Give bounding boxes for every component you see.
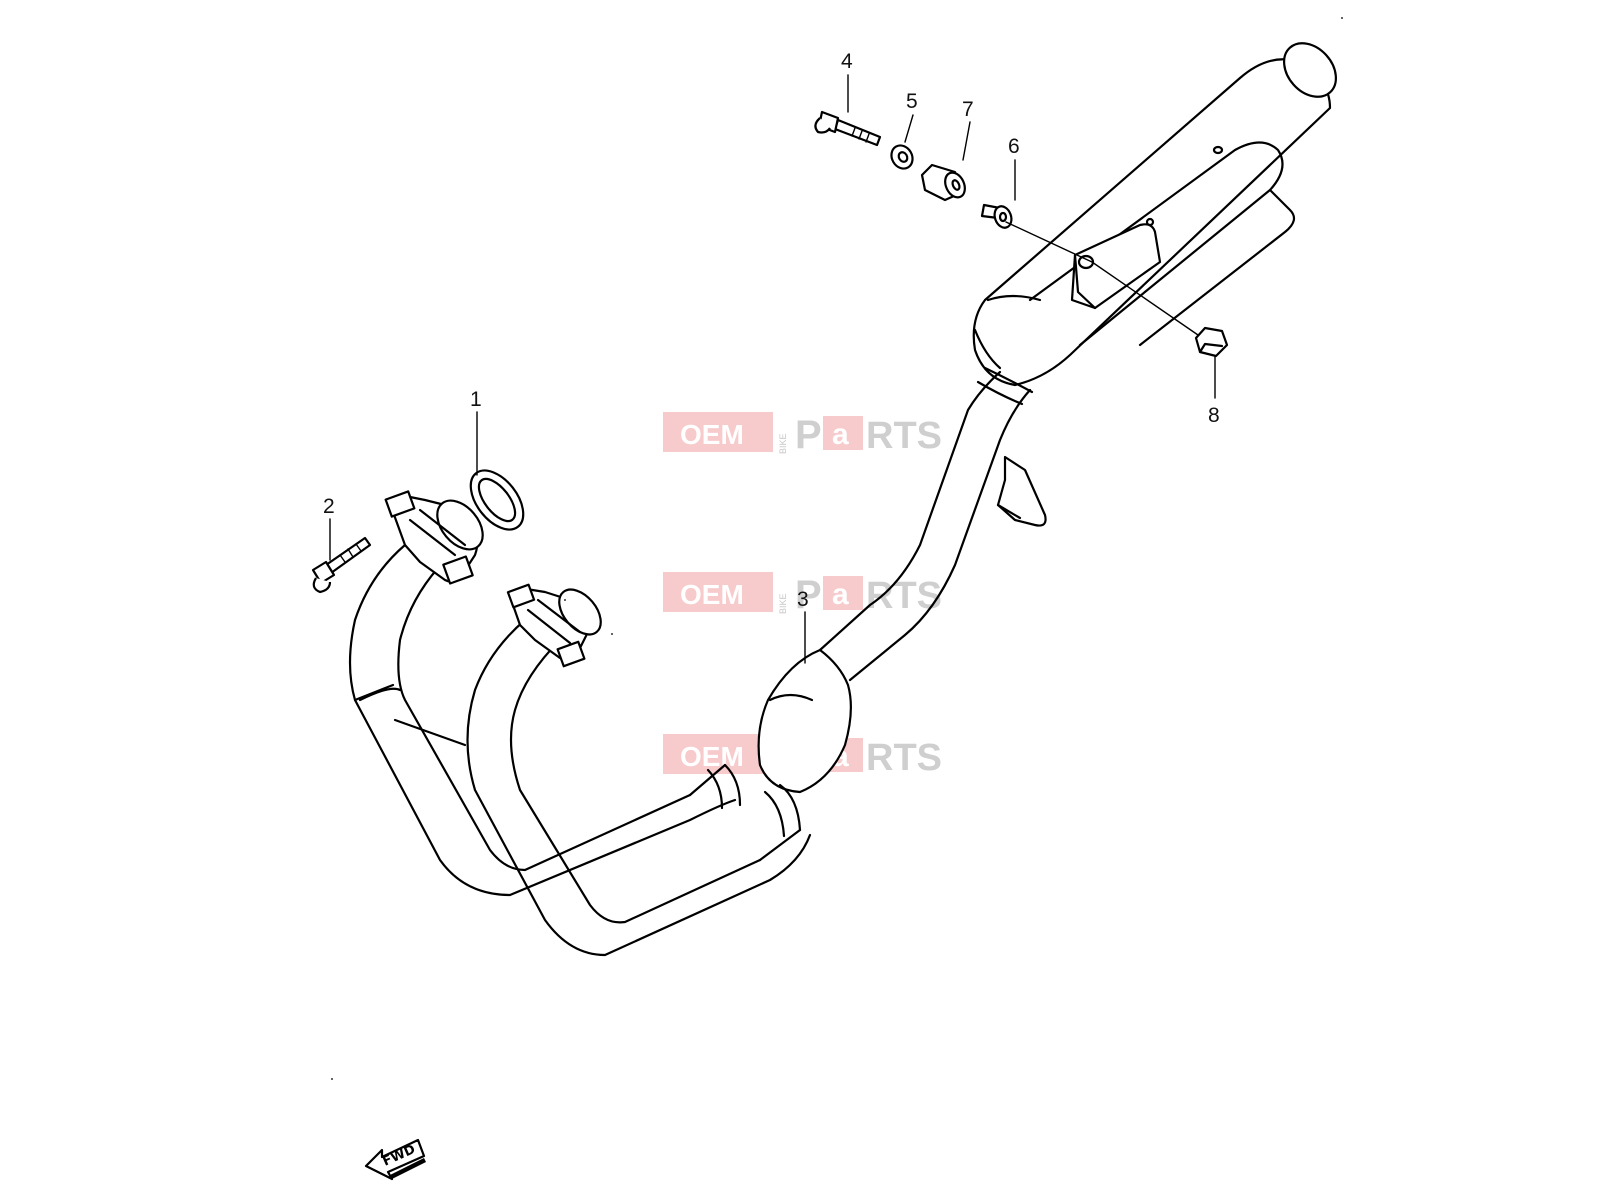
- callout-3: 3: [797, 588, 809, 611]
- callout-4: 4: [841, 50, 853, 73]
- svg-text:a: a: [832, 578, 849, 611]
- gasket-ring: [469, 469, 525, 531]
- collar: [980, 203, 1013, 229]
- svg-text:OEM: OEM: [680, 741, 744, 772]
- callout-6: 6: [1008, 135, 1020, 158]
- svg-text:P: P: [795, 413, 822, 457]
- callout-8: 8: [1208, 404, 1220, 427]
- svg-text:a: a: [832, 418, 849, 451]
- rubber-cushion: [920, 163, 966, 202]
- svg-text:RTS: RTS: [866, 737, 942, 779]
- svg-text:OEM: OEM: [680, 419, 744, 450]
- svg-text:RTS: RTS: [866, 415, 942, 457]
- svg-text:RTS: RTS: [866, 575, 942, 617]
- exhaust-pipe: [348, 366, 1047, 957]
- callout-5: 5: [906, 90, 918, 113]
- stud-bolt: [311, 536, 372, 594]
- muffler: [972, 42, 1337, 387]
- muffler-bolt: [814, 110, 882, 147]
- callout-2: 2: [323, 495, 335, 518]
- right-flange-clamp: [506, 583, 602, 668]
- svg-text:OEM: OEM: [680, 579, 744, 610]
- scan-specks: [331, 17, 1343, 1080]
- svg-text:BIKE: BIKE: [778, 593, 788, 614]
- watermark-top: OEM BIKE P a RTS: [663, 412, 942, 457]
- forward-arrow-icon: FWD: [364, 1138, 426, 1181]
- svg-text:BIKE: BIKE: [778, 433, 788, 454]
- washer: [890, 144, 914, 170]
- svg-text:P: P: [795, 573, 822, 617]
- left-flange-clamp: [384, 490, 484, 585]
- leader-lines: [329, 74, 1216, 664]
- nut: [1194, 326, 1229, 358]
- callout-7: 7: [962, 98, 974, 121]
- callout-1: 1: [470, 388, 482, 411]
